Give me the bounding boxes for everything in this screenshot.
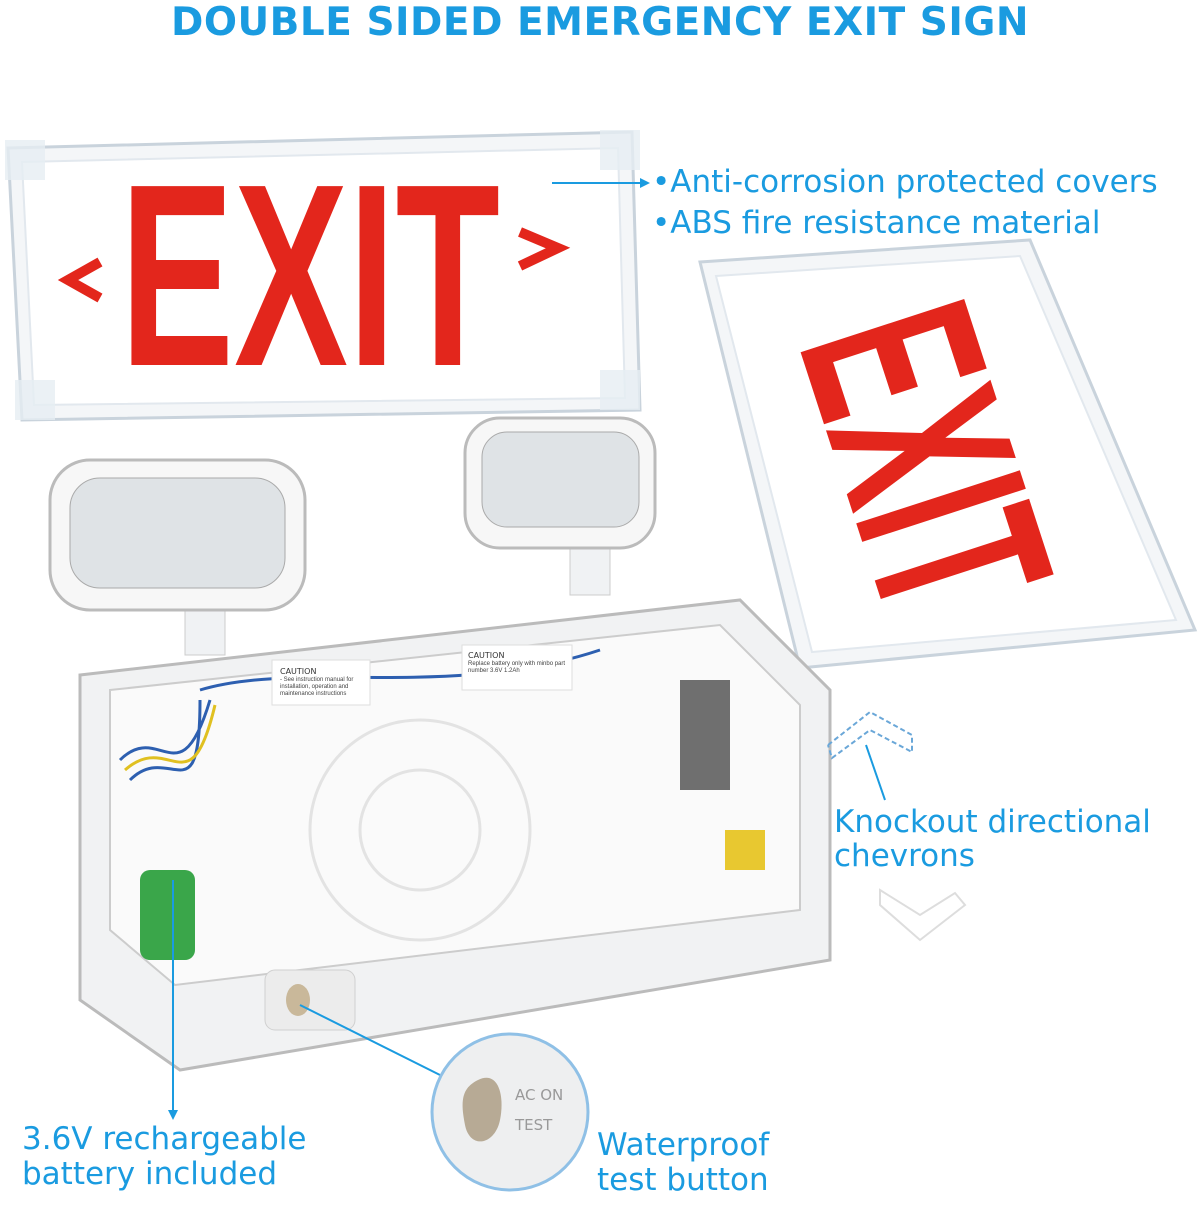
caution-label-right: CAUTION [461, 644, 573, 691]
housing-box [78, 598, 832, 1072]
callout-battery-line2: battery included [22, 1156, 277, 1192]
test-button[interactable] [462, 1077, 502, 1142]
test-button-small[interactable] [286, 984, 310, 1016]
caution-right-heading: CAUTION [468, 651, 504, 660]
battery-callout: 3.6V rechargeable battery included [22, 1122, 307, 1192]
callout-chevrons-line1: Knockout directional [834, 804, 1151, 840]
test-button-top-label: AC ON [515, 1086, 563, 1104]
caution-left-heading: CAUTION [280, 667, 316, 676]
callout-battery-line1: 3.6V rechargeable [22, 1121, 307, 1157]
caution-label-left: CAUTION [271, 659, 371, 706]
button-callout: Waterproof test button [597, 1128, 769, 1198]
callout-chevrons-line2: chevrons [834, 838, 975, 874]
caution-right-subtext: Replace battery only with minbo part num… [468, 661, 566, 674]
dashed-chevron-icon [827, 710, 913, 760]
right-lamp-head [463, 416, 657, 596]
button-callout-line [299, 1004, 441, 1076]
test-button-bottom-label: TEST [514, 1116, 553, 1134]
solid-chevron-icon [879, 888, 967, 942]
covers-callout: •Anti-corrosion protected covers •ABS fi… [652, 163, 1158, 242]
front-exit-text: EXIT [120, 131, 500, 421]
front-exit-sign: EXIT [5, 130, 642, 422]
test-button-magnifier: AC ON TEST [430, 1032, 590, 1192]
callout-covers-line2: •ABS fire resistance material [652, 205, 1101, 241]
callout-button-line1: Waterproof [597, 1127, 770, 1163]
transformer [725, 830, 765, 870]
callout-covers-line1: •Anti-corrosion protected covers [652, 164, 1158, 200]
page-title: DOUBLE SIDED EMERGENCY EXIT SIGN [170, 0, 1030, 45]
left-chevron-icon [57, 257, 103, 303]
chevron-callout-line [865, 744, 886, 801]
chevrons-callout: Knockout directional chevrons [834, 805, 1151, 873]
right-chevron-icon [517, 227, 571, 271]
battery-pack [140, 870, 195, 960]
arrow-head-icon [640, 178, 650, 188]
caution-left-subtext: - See instruction manual for installatio… [280, 677, 354, 697]
back-exit-sign: EXIT [698, 238, 1198, 670]
arrow-head-icon [168, 1110, 178, 1120]
left-lamp-head [48, 458, 307, 656]
callout-button-line2: test button [597, 1162, 769, 1198]
